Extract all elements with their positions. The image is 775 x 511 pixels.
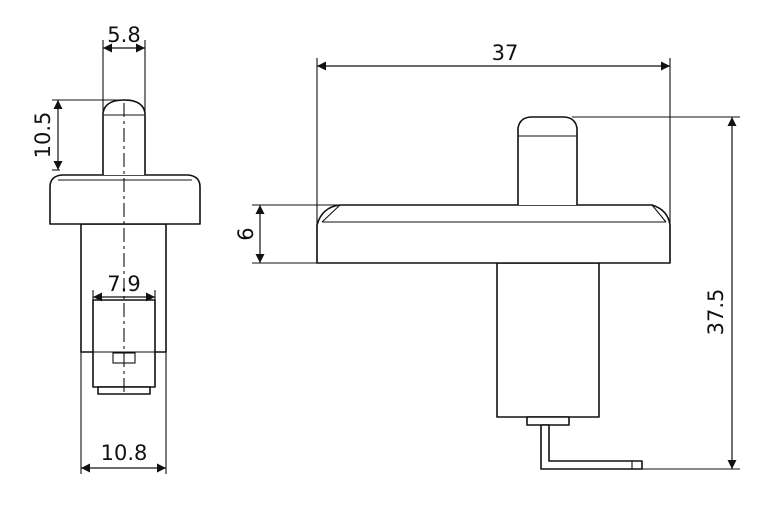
front-view-pin (517, 116, 578, 205)
dimension-label-flange-thickness: 6 (234, 227, 258, 240)
front-view: 37 6 37.5 (234, 41, 740, 470)
dimension-label-overall-height: 37.5 (704, 289, 728, 336)
side-view-flange (49, 174, 201, 225)
dimension-label-body-width: 10.8 (101, 441, 148, 465)
front-view-terminal-stub (526, 416, 570, 426)
dimension-label-terminal-width: 7.9 (107, 272, 140, 296)
dimension-label-pin-width: 5.8 (107, 23, 140, 47)
dimension-label-pin-height: 10.5 (31, 112, 55, 159)
side-view: 5.8 10.5 7.9 10.8 (31, 23, 201, 474)
front-view-terminal-lead (540, 424, 643, 470)
front-view-flange (316, 204, 671, 264)
front-view-body (496, 262, 600, 418)
dimension-label-overall-width: 37 (492, 41, 519, 65)
